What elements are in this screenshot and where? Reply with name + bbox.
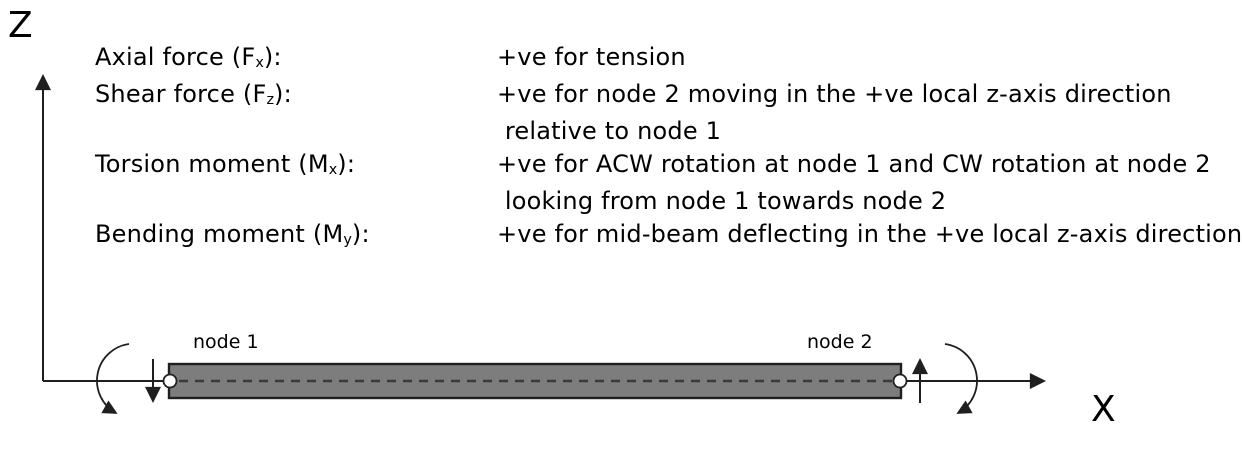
node1-label: node 1 — [193, 331, 259, 353]
shear-force-label: Shear force (Fz): — [95, 78, 497, 115]
label-text: ): — [263, 43, 282, 71]
beam — [167, 362, 903, 400]
label-subscript: x — [328, 162, 338, 179]
label-text: ): — [274, 80, 292, 108]
legend-row-torsion-moment: Torsion moment (Mx): +ve for ACW rotatio… — [95, 148, 1240, 185]
shear-force-description: +ve for node 2 moving in the +ve local z… — [497, 80, 1172, 108]
label-text: Axial force (F — [95, 43, 256, 71]
x-axis-label: X — [1091, 389, 1116, 430]
z-axis-label: Z — [8, 5, 33, 46]
label-text: Torsion moment (M — [95, 150, 329, 178]
node1-marker — [162, 373, 178, 389]
shear-force-description-cont: relative to node 1 — [497, 117, 722, 145]
torsion-moment-description: +ve for ACW rotation at node 1 and CW ro… — [497, 150, 1211, 178]
moment-arc-node2 — [944, 343, 978, 414]
bending-moment-label: Bending moment (My): — [95, 218, 497, 255]
torsion-moment-description-cont: looking from node 1 towards node 2 — [497, 187, 947, 215]
legend-row-axial-force: Axial force (Fx): +ve for tension — [95, 41, 1240, 78]
legend-row-torsion-moment-cont: looking from node 1 towards node 2 — [95, 185, 1240, 218]
legend-row-shear-force: Shear force (Fz): +ve for node 2 moving … — [95, 78, 1240, 115]
legend-row-bending-moment: Bending moment (My): +ve for mid-beam de… — [95, 218, 1242, 255]
label-text: Shear force (F — [95, 80, 267, 108]
sign-convention-legend: Axial force (Fx): +ve for tension Shear … — [95, 41, 1242, 255]
label-subscript: y — [343, 232, 352, 249]
label-text: Bending moment (M — [95, 220, 344, 248]
node2-marker — [892, 373, 908, 389]
label-text: ): — [337, 150, 356, 178]
label-subscript: x — [255, 55, 264, 72]
bending-moment-description: +ve for mid-beam deflecting in the +ve l… — [497, 220, 1242, 248]
legend-row-shear-force-cont: relative to node 1 — [95, 115, 1240, 148]
axial-force-label: Axial force (Fx): — [95, 41, 497, 78]
node2-label: node 2 — [807, 331, 873, 353]
axial-force-description: +ve for tension — [497, 43, 686, 71]
moment-arc-node1 — [96, 343, 130, 414]
torsion-moment-label: Torsion moment (Mx): — [95, 148, 497, 185]
label-subscript: z — [266, 92, 275, 109]
label-text: ): — [351, 220, 370, 248]
